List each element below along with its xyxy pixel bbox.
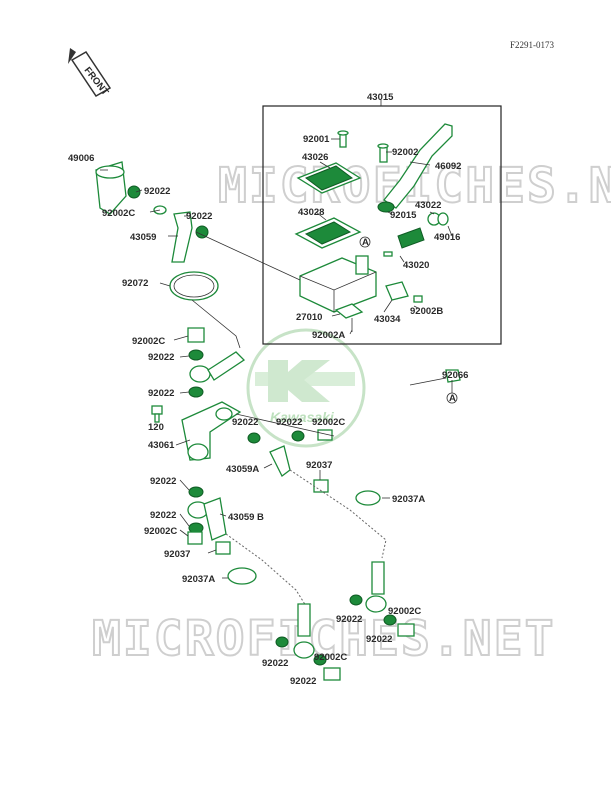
marker-a-icon: A — [359, 236, 371, 248]
label-43022: 43022 — [415, 200, 441, 211]
washer-92022-a — [188, 349, 204, 361]
label-92022-f: 92022 — [276, 417, 302, 428]
label-92015: 92015 — [390, 210, 417, 221]
clamp-92037a-right — [355, 490, 381, 506]
cap-92066: A — [445, 369, 461, 404]
front-arrow-icon: FRONT — [68, 48, 112, 98]
clamp-92072 — [169, 271, 219, 301]
label-92022-d: 92022 — [148, 388, 174, 399]
label-92002c-b: 92002C — [132, 336, 165, 347]
label-92002c-c: 92002C — [312, 417, 345, 428]
label-92022-e: 92022 — [232, 417, 258, 428]
pin-92002 — [377, 143, 389, 163]
label-92002c-a: 92002C — [102, 208, 135, 219]
clip-92037-lower — [215, 541, 231, 555]
washer-92022-b — [188, 386, 204, 398]
bolt-92002c-mid — [317, 429, 333, 441]
joint-43061 — [181, 401, 242, 461]
label-92002b: 92002B — [410, 306, 443, 317]
label-49006: 49006 — [68, 153, 94, 164]
washer-92022-e — [188, 486, 204, 498]
cap-43026 — [296, 162, 362, 194]
brand-emblem: Kawasaki — [246, 328, 366, 448]
label-92002c-e: 92002C — [388, 606, 421, 617]
washer-92022-c — [247, 432, 261, 444]
piston-43020 — [383, 212, 449, 257]
hose-fitting-43059b — [203, 497, 227, 541]
bolt-92002c-upper — [187, 327, 205, 343]
svg-text:A: A — [362, 237, 369, 248]
label-92022-b: 92022 — [186, 211, 212, 222]
label-92022-h: 92022 — [150, 510, 176, 521]
label-43059: 43059 — [130, 232, 156, 243]
bolt-92001 — [337, 130, 349, 148]
label-92022-c: 92022 — [148, 352, 174, 363]
brand-text: Kawasaki — [270, 409, 335, 425]
leader-lines — [100, 138, 453, 579]
label-27010: 27010 — [296, 312, 322, 323]
label-43061: 43061 — [148, 440, 175, 451]
label-43020: 43020 — [403, 260, 429, 271]
label-92022-i: 92022 — [336, 614, 362, 625]
label-92022-k: 92022 — [262, 658, 288, 669]
label-92002c-d: 92002C — [144, 526, 177, 537]
label-92022-a: 92022 — [144, 186, 170, 197]
label-43059a: 43059A — [226, 464, 259, 475]
reservoir-body — [299, 255, 377, 313]
cap-49006 — [95, 161, 167, 215]
label-43028: 43028 — [298, 207, 324, 218]
hose-fitting-43059a — [269, 445, 291, 477]
lever-46092 — [377, 123, 453, 213]
label-92002: 92002 — [392, 147, 418, 158]
assembly-frame — [262, 105, 502, 345]
label-92037-a: 92037 — [306, 460, 332, 471]
label-120: 120 — [148, 422, 164, 433]
hose-end-bottom-right — [349, 561, 415, 637]
part-labels: 92001 92002 46092 43026 43028 92015 4302… — [68, 134, 468, 687]
label-46092: 46092 — [435, 161, 461, 172]
label-92022-g: 92022 — [150, 476, 176, 487]
bolt-120 — [151, 405, 163, 423]
diaphragm-43028 — [294, 217, 362, 249]
label-92072: 92072 — [122, 278, 148, 289]
banjo-fitting-upper — [189, 351, 246, 383]
switch-27010 — [334, 303, 364, 332]
hose-end-bottom-left — [275, 603, 341, 681]
assembly-label: 43015 — [367, 92, 394, 103]
label-49016: 49016 — [434, 232, 460, 243]
clamp-92037a-lower — [227, 567, 257, 585]
label-92037-b: 92037 — [164, 549, 190, 560]
bolt-92002c-lower — [187, 531, 203, 545]
label-43034: 43034 — [374, 314, 401, 325]
svg-text:A: A — [449, 393, 456, 404]
label-92037a-a: 92037A — [392, 494, 425, 505]
washer-92022-d — [291, 430, 305, 442]
diagram-code: F2291-0173 — [510, 40, 555, 50]
clamp-43034 — [385, 281, 423, 303]
label-92022-j: 92022 — [366, 634, 392, 645]
label-92066: 92066 — [442, 370, 468, 381]
label-92001: 92001 — [303, 134, 330, 145]
label-92022-l: 92022 — [290, 676, 316, 687]
label-92002c-f: 92002C — [314, 652, 347, 663]
label-92002a: 92002A — [312, 330, 345, 341]
label-43059b: 43059 B — [228, 512, 264, 523]
label-92037a-b: 92037A — [182, 574, 215, 585]
label-43026: 43026 — [302, 152, 328, 163]
hose-fitting-43059 — [171, 211, 209, 263]
